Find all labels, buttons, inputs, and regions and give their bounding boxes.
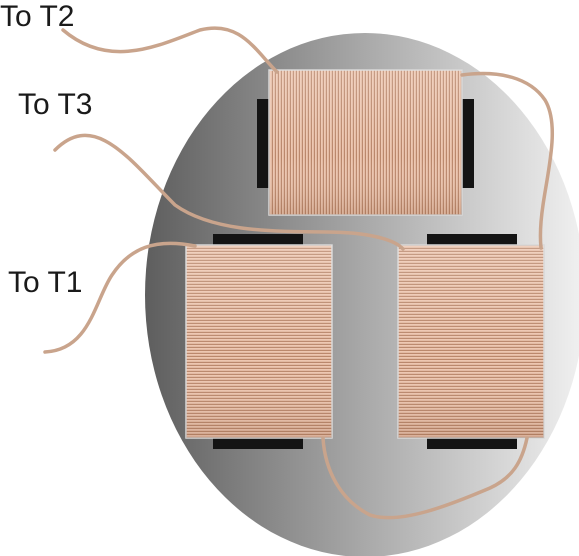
- pole-bar-left-bottom: [213, 437, 303, 449]
- pole-bar-top-right: [462, 99, 474, 188]
- wire-top-coil-to-right-coil: [460, 71, 555, 250]
- coil-right: [397, 244, 545, 439]
- coil-top: [268, 69, 463, 216]
- pole-bar-left-top: [213, 234, 303, 246]
- wire-left-coil-to-right-coil: [321, 436, 529, 520]
- coil-left: [185, 244, 333, 439]
- pole-bar-right-top: [427, 234, 517, 246]
- label-to-t2: To T2: [0, 0, 75, 33]
- wire-to-t3: [53, 133, 405, 251]
- pole-bar-right-bottom: [427, 437, 517, 449]
- label-to-t3: To T3: [18, 88, 93, 121]
- wire-to-t2: [61, 26, 279, 74]
- label-to-t1: To T1: [8, 266, 83, 299]
- pole-bar-top-left: [257, 99, 269, 188]
- wire-to-t1: [43, 241, 197, 354]
